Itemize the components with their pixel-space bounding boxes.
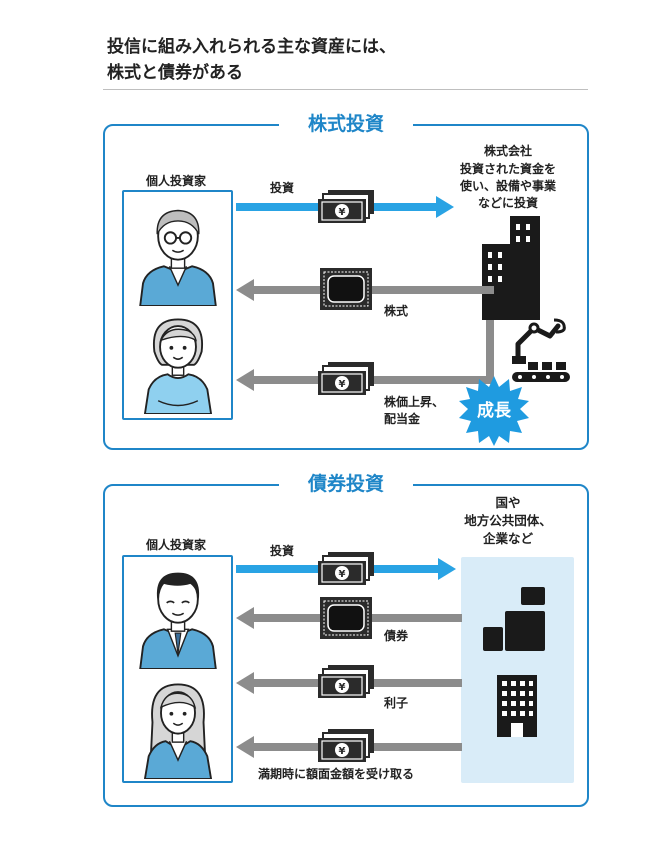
- redeem-money-icon: [318, 729, 376, 763]
- bond-investor-label: 個人投資家: [145, 538, 206, 552]
- interest-money-icon: [318, 665, 376, 699]
- company-label: 株式会社: [483, 144, 532, 158]
- stock-investor-label: 個人投資家: [145, 174, 206, 188]
- investor-man-suit-icon: [135, 565, 221, 669]
- page-heading: 投信に組み入れられる主な資産には、 株式と債券がある: [107, 34, 396, 86]
- issuer-line-2: 地方公共団体、: [464, 513, 552, 528]
- bond-certificate-icon: [320, 597, 372, 639]
- company-desc-line-2: 使い、設備や事業: [459, 179, 556, 193]
- heading-divider: [103, 89, 588, 90]
- asset-blocks-icon: [483, 587, 551, 651]
- company-desc-line-1: 投資された資金を: [459, 162, 556, 176]
- investor-woman-long-hair-icon: [135, 675, 221, 779]
- heading-line-1: 投信に組み入れられる主な資産には、: [107, 37, 396, 57]
- bond-panel-title: 債券投資: [279, 472, 413, 496]
- issuer-label: 国や 地方公共団体、 企業など: [452, 494, 564, 548]
- company-building-icon: [482, 216, 546, 320]
- investor-man-glasses-icon: [135, 202, 221, 306]
- stock-shares-label: 株式: [384, 304, 409, 318]
- stock-certificate-icon: [320, 268, 372, 310]
- office-building-icon: [497, 675, 537, 737]
- growth-connector-line: [486, 320, 494, 380]
- bond-interest-label: 利子: [384, 696, 409, 710]
- bond-investor-box: [122, 555, 233, 783]
- factory-robot-arm-icon: [512, 318, 572, 386]
- stock-return-label: 株価上昇、 配当金: [384, 394, 444, 428]
- stock-panel-title: 株式投資: [279, 112, 413, 136]
- growth-label: 成長: [477, 401, 511, 421]
- company-desc: 投資された資金を 使い、設備や事業 などに投資: [452, 161, 564, 212]
- stock-return-line-2: 配当金: [384, 412, 421, 426]
- issuer-box: [461, 557, 574, 783]
- bond-certificate-label: 債券: [384, 629, 409, 643]
- company-desc-line-3: などに投資: [477, 196, 538, 210]
- return-money-icon: [318, 362, 376, 396]
- money-icon: [318, 190, 376, 224]
- issuer-line-3: 企業など: [482, 531, 533, 546]
- bond-money-icon: [318, 552, 376, 586]
- bond-redeem-label: 満期時に額面金額を受け取る: [258, 767, 415, 781]
- heading-line-2: 株式と債券がある: [107, 63, 243, 83]
- stock-investor-box: [122, 190, 233, 420]
- growth-burst-icon: [459, 376, 529, 450]
- stock-invest-label: 投資: [270, 181, 295, 195]
- issuer-line-1: 国や: [495, 495, 521, 510]
- investor-woman-short-hair-icon: [135, 310, 221, 414]
- bond-invest-label: 投資: [270, 544, 295, 558]
- stock-return-line-1: 株価上昇、: [384, 395, 445, 409]
- stock-shares-arrow: [236, 278, 494, 304]
